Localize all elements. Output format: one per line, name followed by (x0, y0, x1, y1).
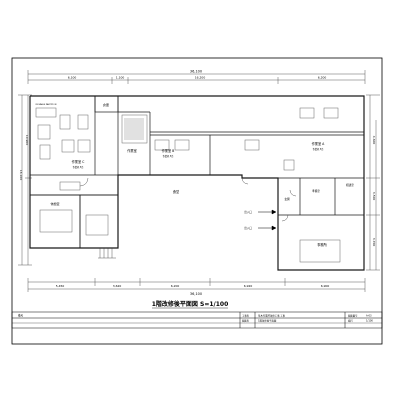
title-block-frame (11, 311, 383, 329)
room-label-work-b: 作業室 B (162, 148, 175, 153)
left-dimension-lines (18, 94, 32, 266)
bottom-dim-1: 5,450 (56, 284, 65, 288)
room-label-work-a: 作業室 A (312, 141, 326, 146)
room-sub-work-c: 作業机 5台 (73, 165, 85, 169)
bottom-dim-5: 6,900 (321, 284, 330, 288)
room-label-dining: 食堂 (173, 189, 179, 194)
room-sub-work-a: 作業机 5台 (313, 147, 325, 151)
entrance-arrow-label-2: 出入口 (244, 226, 252, 230)
title-block-drawing-value: 1階改修後平面図 (258, 319, 277, 323)
movable-partition-label: MOVABLE PARTITION (36, 103, 57, 106)
room-label-prep: 準備室 (312, 189, 320, 193)
overall-top-dim: 36,100 (190, 70, 202, 74)
bottom-dim-4: 6,920 (244, 284, 253, 288)
top-dimension-lines (27, 70, 366, 84)
right-dimension-lines (366, 94, 380, 271)
top-dim-2: 1,100 (116, 76, 125, 80)
top-dim-4: 6,200 (318, 76, 327, 80)
room-label-work-c: 作業室 C (72, 159, 86, 164)
left-dim-1: 10,900 (25, 135, 29, 146)
bottom-dim-2: 3,620 (113, 284, 122, 288)
room-label-entrance: 玄関 (284, 197, 290, 201)
bottom-dim-3: 6,200 (171, 284, 180, 288)
room-label-storage: 倉庫 (103, 102, 109, 107)
door-swings (79, 177, 297, 222)
stairs (98, 248, 116, 259)
top-dim-3: 16,200 (195, 76, 206, 80)
right-dim-3: 3,700 (372, 238, 376, 247)
title-block-project-label: 工事名 (242, 314, 250, 318)
title-block-scale-value: 1/100 (366, 320, 373, 323)
sheet-border (11, 57, 383, 345)
right-dim-2: 3,500 (372, 192, 376, 201)
drawing-title: 1階改修後平面図 S=1/100 (152, 300, 229, 308)
overall-bottom-dim: 36,100 (190, 292, 202, 296)
room-label-office: 事務所 (317, 242, 327, 247)
title-block-remarks-label: 備考 (18, 314, 24, 318)
left-dim-2: 16,100 (19, 170, 23, 181)
room-sub-work-b: 作業机 5台 (163, 154, 175, 158)
right-dim-1: 4,600 (372, 136, 376, 145)
title-block-scale-label: 縮尺 (348, 319, 353, 323)
room-label-consult: 相談室 (346, 183, 354, 187)
title-block-project-value: 草木作業所改修工事 工事 (258, 314, 286, 318)
bottom-dimension-lines (27, 278, 366, 292)
lower-left-room (29, 194, 119, 249)
top-dim-1: 6,100 (68, 76, 77, 80)
title-block-drawing-label: 図面名 (242, 319, 250, 323)
furniture (35, 107, 341, 263)
storage-hatch (124, 118, 144, 140)
title-block-sheet-value: A-03 (366, 315, 372, 318)
room-label-rest: 休憩室 (50, 201, 59, 206)
entrance-arrows (258, 209, 277, 231)
title-block-sheet-label: 図面番号 (348, 314, 358, 318)
entrance-arrow-label-1: 出入口 (244, 210, 252, 214)
room-label-work: 作業室 (127, 148, 137, 153)
